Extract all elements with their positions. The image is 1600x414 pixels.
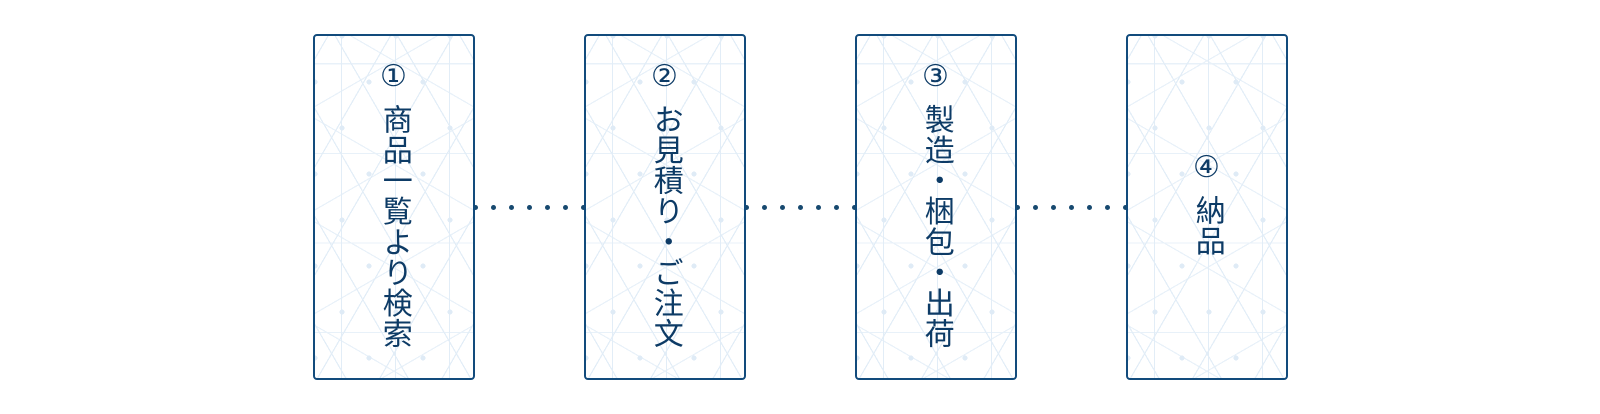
connector-dot bbox=[508, 204, 514, 210]
connector-dot bbox=[1104, 204, 1110, 210]
connector-2 bbox=[743, 203, 857, 211]
step-number-3: ③ bbox=[922, 59, 949, 93]
connector-dot bbox=[1032, 204, 1038, 210]
connector-dot bbox=[1086, 204, 1092, 210]
connector-3 bbox=[1014, 203, 1128, 211]
connector-dot bbox=[1068, 204, 1074, 210]
step-number-2: ② bbox=[651, 59, 678, 93]
step-label-1: 商品一覧より検索 bbox=[377, 103, 411, 349]
step-label-3: 製造・梱包・出荷 bbox=[919, 103, 953, 349]
step-card-3[interactable]: ③ 製造・梱包・出荷 bbox=[854, 34, 1017, 380]
connector-dot bbox=[526, 204, 532, 210]
step-number-1: ① bbox=[380, 59, 407, 93]
connector-dot bbox=[779, 204, 785, 210]
connector-dot bbox=[562, 204, 568, 210]
step-label-2: お見積り・ご注文 bbox=[648, 103, 682, 349]
step-label-4: 納品 bbox=[1190, 195, 1224, 257]
step-card-2[interactable]: ② お見積り・ご注文 bbox=[583, 34, 746, 380]
connector-dot bbox=[1050, 204, 1056, 210]
connector-dot bbox=[761, 204, 767, 210]
connector-dot bbox=[833, 204, 839, 210]
step-content-1: ① 商品一覧より検索 bbox=[315, 36, 473, 378]
step-content-4: ④ 納品 bbox=[1128, 36, 1286, 378]
connector-dot bbox=[490, 204, 496, 210]
connector-dot bbox=[815, 204, 821, 210]
connector-dot bbox=[1122, 204, 1128, 210]
step-number-4: ④ bbox=[1193, 151, 1220, 185]
connector-dot bbox=[743, 204, 749, 210]
connector-dot bbox=[544, 204, 550, 210]
connector-dot bbox=[797, 204, 803, 210]
step-card-1[interactable]: ① 商品一覧より検索 bbox=[312, 34, 475, 380]
connector-dot bbox=[472, 204, 478, 210]
step-card-4[interactable]: ④ 納品 bbox=[1125, 34, 1288, 380]
flow-track: ① 商品一覧より検索 ② お見積り・ご注文 bbox=[312, 34, 1288, 380]
connector-dot bbox=[1014, 204, 1020, 210]
connector-dot bbox=[580, 204, 586, 210]
connector-1 bbox=[472, 203, 586, 211]
connector-dot bbox=[851, 204, 857, 210]
step-content-2: ② お見積り・ご注文 bbox=[586, 36, 744, 378]
step-content-3: ③ 製造・梱包・出荷 bbox=[857, 36, 1015, 378]
